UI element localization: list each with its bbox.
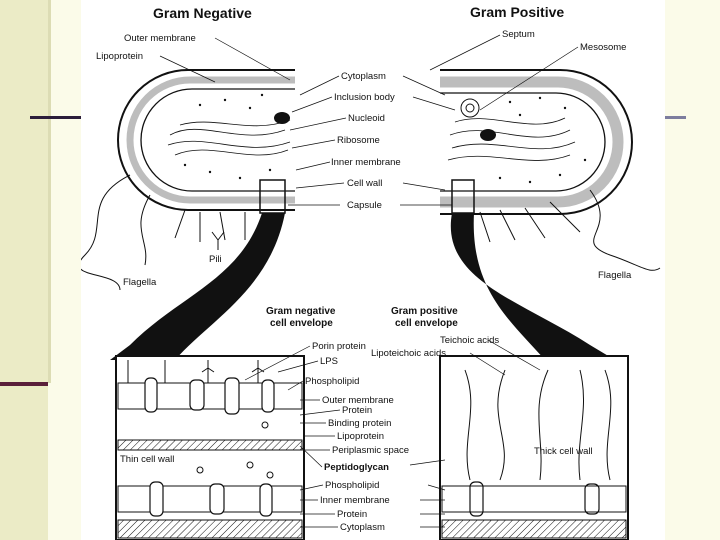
- label-lipoteichoic-acids: Lipoteichoic acids: [371, 348, 446, 359]
- title-rule-left: [30, 116, 90, 119]
- label-inclusion-body: Inclusion body: [334, 92, 395, 103]
- accent-rule-bottom: [0, 382, 48, 386]
- gram-negative-cell: [81, 69, 295, 291]
- gram-positive-cell: [440, 69, 661, 271]
- label-peptidoglycan: Peptidoglycan: [324, 462, 389, 473]
- envelope-title-neg-line2: cell envelope: [270, 318, 333, 329]
- label-phospholipid-inner: Phospholipid: [325, 480, 379, 491]
- title-gram-positive: Gram Positive: [470, 4, 564, 20]
- label-periplasmic-space: Periplasmic space: [332, 445, 409, 456]
- leader-lines: [159, 34, 579, 528]
- label-phospholipid-outer: Phospholipid: [305, 376, 359, 387]
- label-septum: Septum: [502, 29, 535, 40]
- label-pili: Pili: [209, 254, 222, 265]
- label-mesosome: Mesosome: [580, 42, 626, 53]
- label-flagella-right: Flagella: [598, 270, 632, 281]
- label-cytoplasm-top: Cytoplasm: [341, 71, 386, 82]
- label-nucleoid: Nucleoid: [348, 113, 385, 124]
- gram-stain-cell-diagram: Gram Negative Gram Positive Outer membra…: [81, 4, 661, 540]
- label-outer-membrane-bottom: Outer membrane: [322, 395, 394, 406]
- label-ribosome: Ribosome: [337, 135, 380, 146]
- label-flagella-left: Flagella: [123, 277, 157, 288]
- label-outer-membrane-top: Outer membrane: [124, 33, 196, 44]
- label-protein-inner: Protein: [337, 509, 367, 520]
- label-cytoplasm-bottom: Cytoplasm: [340, 522, 385, 533]
- label-cell-wall: Cell wall: [347, 178, 382, 189]
- label-lps: LPS: [320, 356, 338, 367]
- envelope-title-pos-line1: Gram positive: [391, 306, 458, 317]
- slide-accent-edge: [48, 0, 51, 383]
- title-gram-negative: Gram Negative: [153, 5, 252, 21]
- label-thin-cell-wall: Thin cell wall: [120, 454, 174, 465]
- envelope-funnel-right: [450, 213, 615, 360]
- label-binding-protein: Binding protein: [328, 418, 391, 429]
- label-thick-cell-wall: Thick cell wall: [534, 446, 593, 457]
- envelope-title-pos-line2: cell envelope: [395, 318, 458, 329]
- label-porin-protein: Porin protein: [312, 341, 366, 352]
- label-capsule: Capsule: [347, 200, 382, 211]
- label-protein-outer: Protein: [342, 405, 372, 416]
- label-lipoprotein-bottom: Lipoprotein: [337, 431, 384, 442]
- label-teichoic-acids: Teichoic acids: [440, 335, 499, 346]
- inner-membrane-band: [117, 481, 627, 539]
- label-lipoprotein-top: Lipoprotein: [96, 51, 143, 62]
- slide-accent-bar: [0, 0, 48, 540]
- title-rule-right: [664, 116, 686, 119]
- envelope-title-neg-line1: Gram negative: [266, 306, 336, 317]
- label-inner-membrane-top: Inner membrane: [331, 157, 401, 168]
- envelope-funnel-left: [110, 213, 285, 360]
- label-inner-membrane-bottom: Inner membrane: [320, 495, 390, 506]
